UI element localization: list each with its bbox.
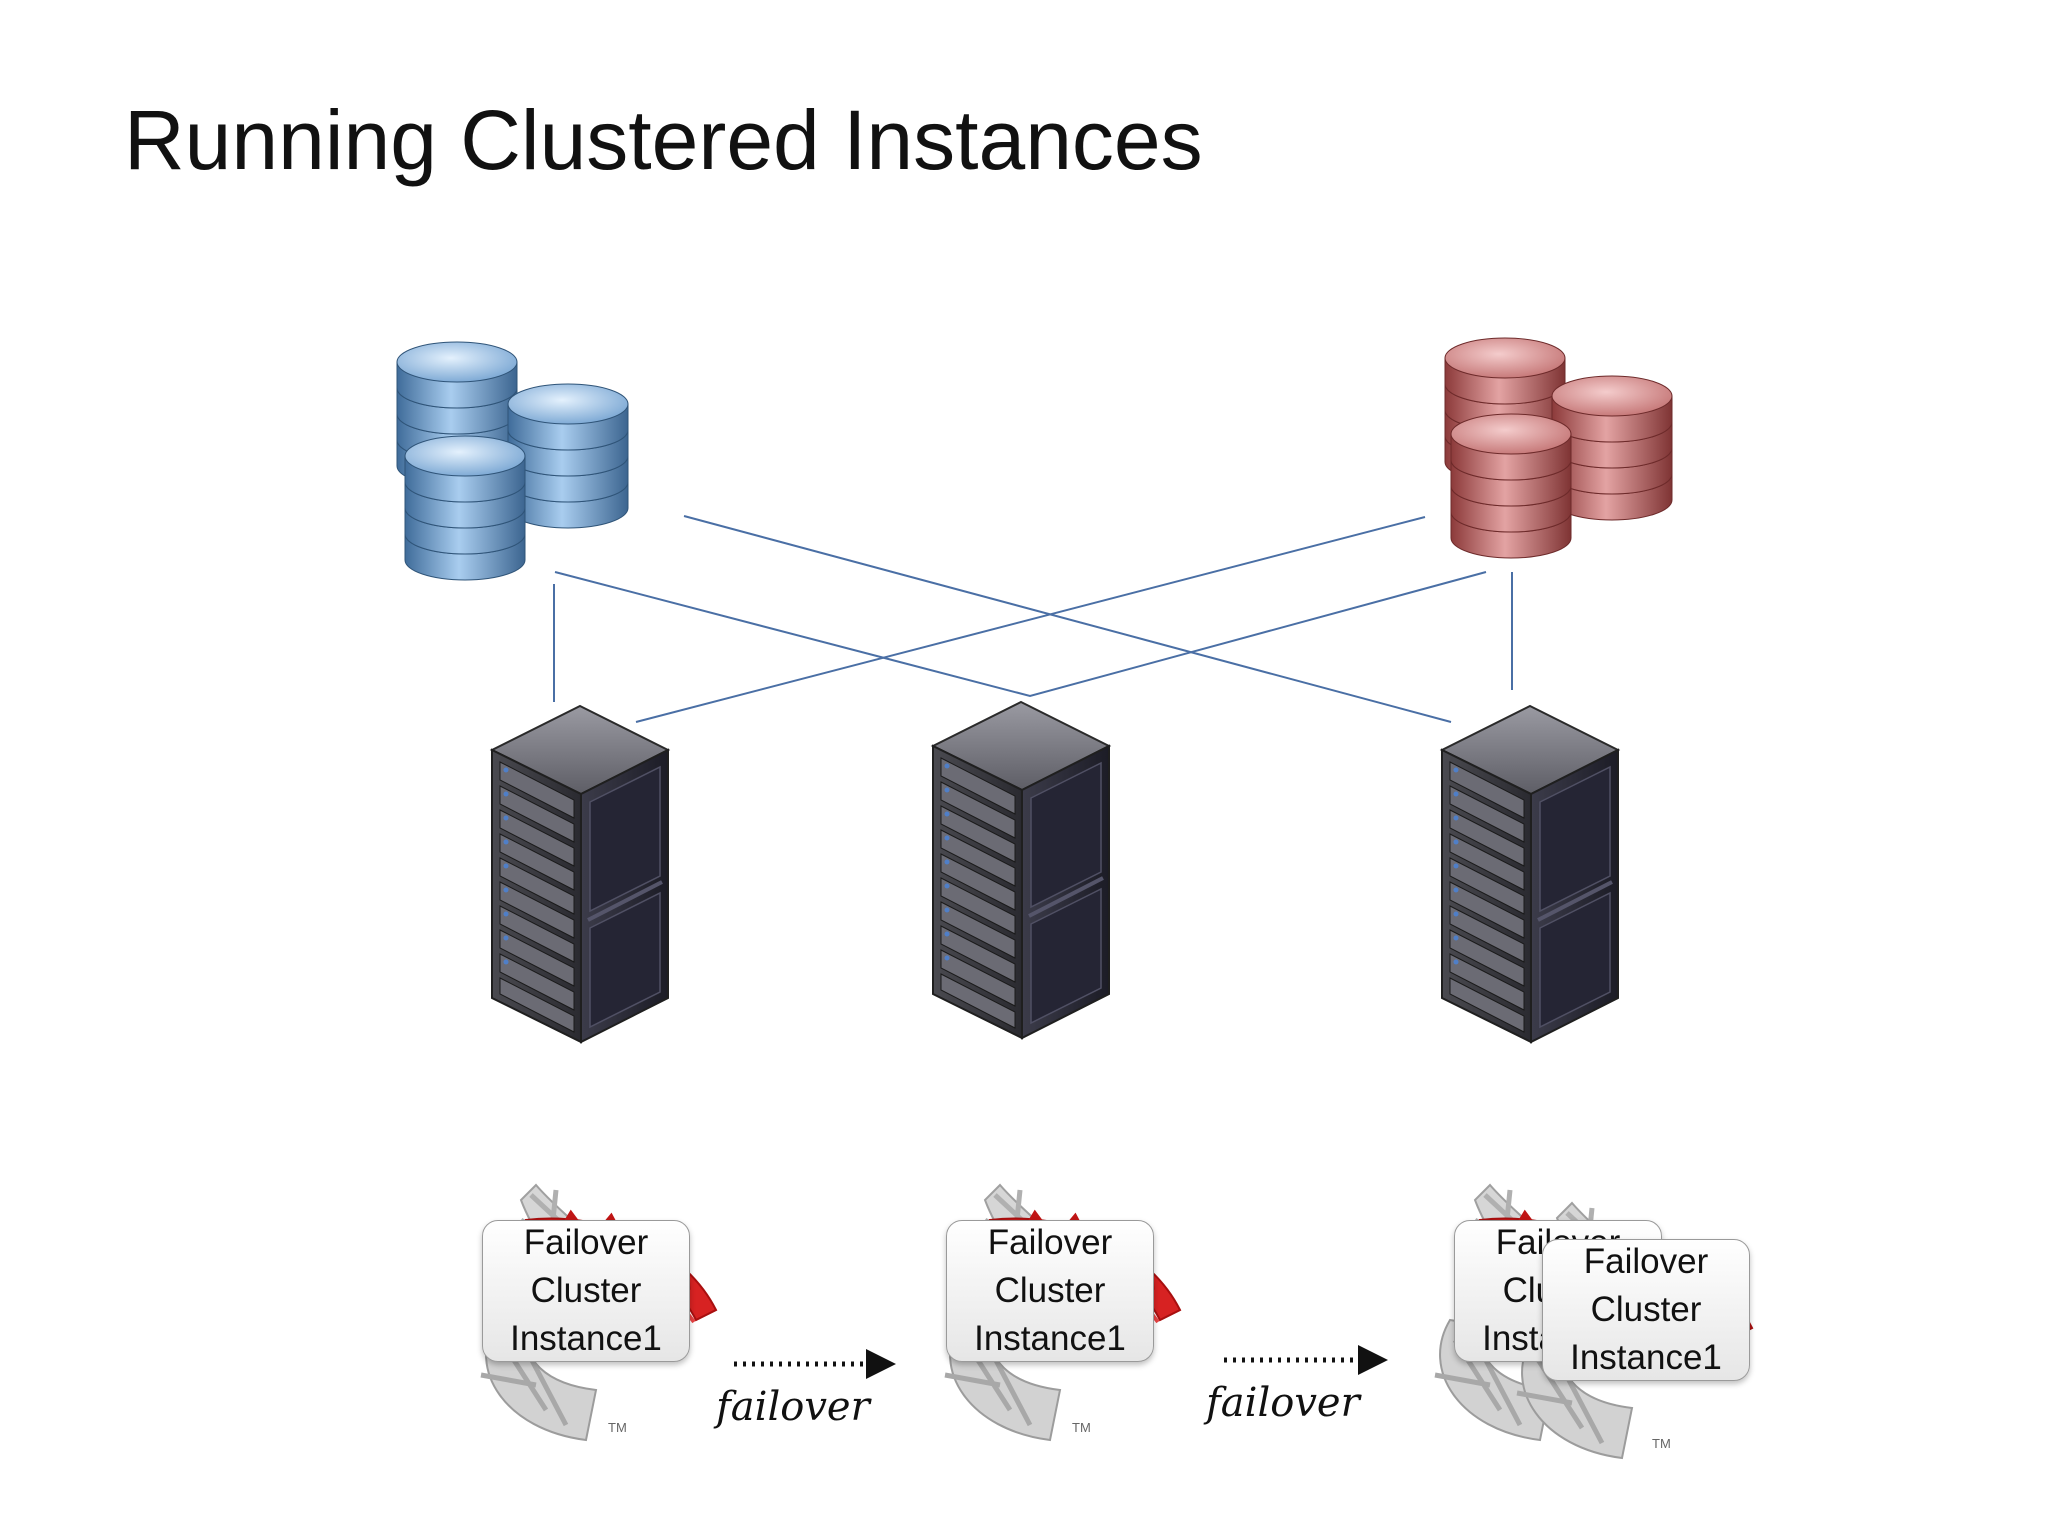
- instance-label-line2: Cluster: [994, 1271, 1106, 1310]
- instance-label-line3: Instance1: [974, 1319, 1126, 1358]
- server-rack-icon-2: [931, 700, 1111, 1040]
- database-stack-blue-icon: [397, 342, 628, 580]
- instance-label-line1: Failover: [523, 1223, 649, 1262]
- database-stack-red-icon: [1445, 338, 1672, 558]
- link-blue-to-server3: [683, 515, 1452, 723]
- instance-label-node3: Failover Cluster Instance1: [1542, 1239, 1750, 1381]
- link-red-to-server1: [635, 516, 1426, 723]
- connection-lines: [553, 515, 1513, 723]
- failover-label-1: failover: [716, 1384, 870, 1430]
- instance-label-line2: Cluster: [530, 1271, 642, 1310]
- tm-mark-2: TM: [1072, 1420, 1091, 1435]
- instance-label-line3: Instance1: [510, 1319, 662, 1358]
- instance-label-line2: Cluster: [1590, 1290, 1702, 1329]
- failover-label-2: failover: [1206, 1380, 1360, 1426]
- slide-title: Running Clustered Instances: [124, 93, 1203, 187]
- tm-mark-1: TM: [608, 1420, 627, 1435]
- server-rack-icon-1: [490, 704, 670, 1044]
- instance-label-line1: Failover: [987, 1223, 1113, 1262]
- link-blue-to-server2: [554, 571, 1487, 698]
- instance-label-node1: Failover Cluster Instance1: [482, 1220, 690, 1362]
- tm-mark-3: TM: [1652, 1436, 1671, 1451]
- instance-label-line1: Failover: [1583, 1242, 1709, 1281]
- instance-label-node2: Failover Cluster Instance1: [946, 1220, 1154, 1362]
- instance-label-line3: Instance1: [1570, 1338, 1722, 1377]
- server-rack-icon-3: [1440, 704, 1620, 1044]
